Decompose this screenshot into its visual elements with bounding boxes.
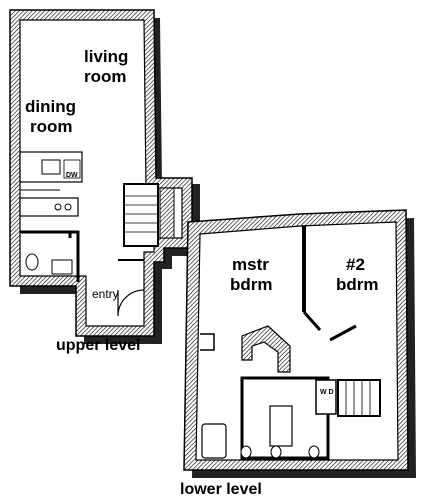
entry-label: entry: [92, 287, 119, 301]
upper-level-plan: DW: [9, 9, 200, 344]
stove-burner: [64, 203, 72, 211]
vanity: [269, 405, 293, 447]
master-closet-wall: [241, 325, 291, 373]
master-bedroom-label-line2: bdrm: [230, 275, 273, 294]
laundry-closet: [315, 379, 337, 415]
stove-burner: [54, 203, 62, 211]
living-room-label-line1: living: [84, 47, 128, 66]
lower-stairs[interactable]: [337, 379, 381, 417]
laundry-label: W D: [320, 389, 334, 396]
powder-room-toilet: [25, 253, 39, 271]
powder-room-wall: [20, 230, 80, 282]
toilet-second-bath: [308, 445, 320, 459]
lower-level-plan: W D: [183, 209, 416, 478]
living-room-label-line2: room: [84, 67, 127, 86]
dishwasher: [63, 159, 81, 179]
dishwasher-label: DW: [66, 172, 78, 179]
kitchen-sink: [41, 159, 61, 175]
lower-level-label: lower level: [180, 481, 262, 498]
kitchen-counter: [19, 151, 83, 183]
master-bedroom-door[interactable]: [200, 333, 215, 351]
toilet-hall-bath: [270, 445, 282, 459]
powder-room-sink: [51, 259, 73, 275]
toilet-master-bath: [240, 445, 252, 459]
kitchen-lower-counter: [19, 197, 79, 217]
lower-interior-floor: [195, 221, 399, 461]
entry-door[interactable]: [117, 289, 145, 317]
dining-room-label-line2: room: [30, 117, 73, 136]
dining-room-label-line1: dining: [25, 97, 76, 116]
upper-level-label: upper level: [56, 337, 140, 354]
master-bedroom-label-line1: mstr: [232, 255, 269, 274]
upper-stairs[interactable]: [123, 183, 175, 247]
second-bedroom-label-line2: bdrm: [336, 275, 379, 294]
bathtub: [201, 423, 227, 459]
bathroom-wall: [240, 376, 330, 460]
second-bedroom-label-line1: #2: [346, 255, 365, 274]
second-bedroom-door[interactable]: [302, 311, 357, 342]
